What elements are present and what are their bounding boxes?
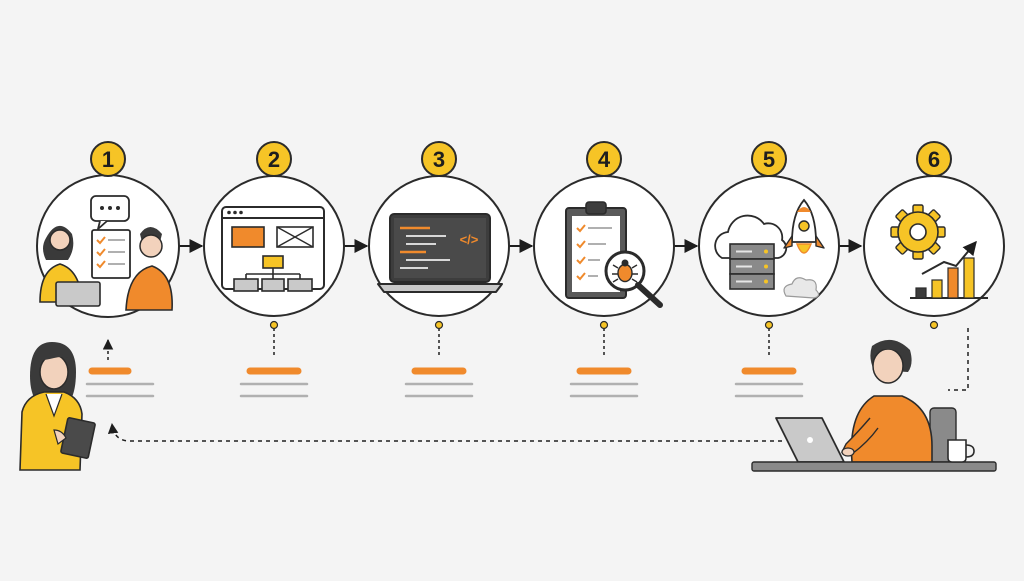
step-3-number: 3 <box>433 147 445 172</box>
meeting-requirements-icon <box>39 195 173 311</box>
step-3-badge: 3 <box>421 141 457 177</box>
gear-growth-chart-icon <box>890 204 988 299</box>
cloud-server-rocket-icon <box>714 198 825 299</box>
step-4-number: 4 <box>598 147 611 172</box>
step-detail-placeholders <box>85 320 939 398</box>
woman-with-clipboard-icon <box>19 342 96 471</box>
step-5-badge: 5 <box>751 141 787 177</box>
svg-text:</>: </> <box>460 232 479 247</box>
step-1-badge: 1 <box>90 141 126 177</box>
dashed-return-arrow-icon <box>107 328 969 442</box>
step-5-number: 5 <box>763 147 775 172</box>
wireframe-design-icon <box>221 206 325 292</box>
step-4-badge: 4 <box>586 141 622 177</box>
step-1-number: 1 <box>102 147 114 172</box>
step-2-badge: 2 <box>256 141 292 177</box>
step-6-badge: 6 <box>916 141 952 177</box>
number-badges: 1 2 3 4 5 6 <box>90 141 952 177</box>
step-2-number: 2 <box>268 147 280 172</box>
laptop-code-icon: </> <box>377 213 503 293</box>
clipboard-bug-test-icon <box>565 201 663 308</box>
man-at-laptop-icon <box>751 339 997 472</box>
step-6-number: 6 <box>928 147 940 172</box>
